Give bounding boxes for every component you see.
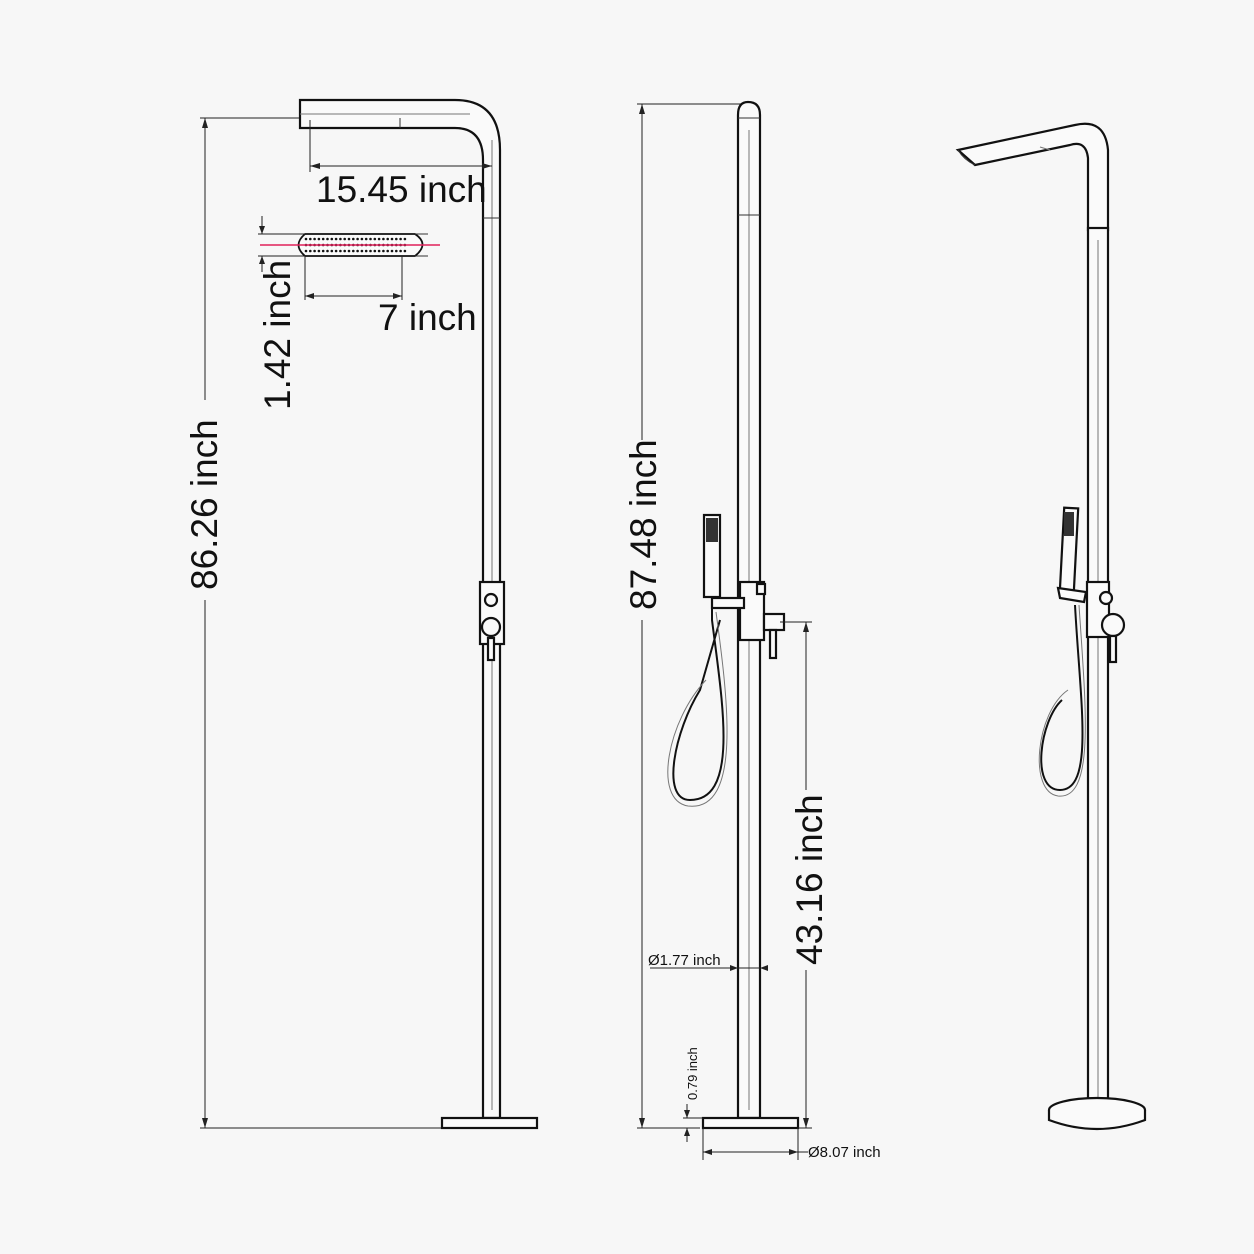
base-plate-side — [701, 1116, 800, 1130]
nozzle-dot — [369, 237, 372, 241]
nozzle-dot — [382, 249, 385, 253]
base-diameter-dimension — [702, 1128, 808, 1160]
nozzle-dot — [390, 237, 394, 241]
nozzle-dot — [395, 249, 398, 253]
shower-head-perspective — [955, 122, 1110, 232]
front-height-label: 86.26 inch — [184, 419, 225, 590]
nozzle-dot — [373, 237, 377, 241]
nozzle-dot — [386, 237, 390, 241]
head-length-dimension — [309, 120, 492, 172]
nozzle-dot — [403, 237, 407, 241]
nozzle-dot — [386, 249, 390, 253]
valve-front — [478, 580, 506, 662]
nozzle-dot — [321, 237, 325, 241]
valve-height-label: 43.16 inch — [789, 794, 830, 965]
nozzle-dot — [343, 249, 347, 253]
nozzle-dot — [360, 237, 364, 241]
nozzle-dot — [347, 237, 351, 241]
shower-column-perspective — [1086, 226, 1110, 1110]
nozzle-dot — [352, 249, 355, 253]
nozzle-dot — [377, 237, 381, 241]
nozzle-dot — [339, 249, 342, 253]
nozzle-dot — [334, 249, 338, 253]
nozzle-dot — [313, 249, 316, 253]
nozzle-dot — [373, 249, 377, 253]
nozzle-dot — [390, 249, 394, 253]
nozzle-dot — [399, 249, 402, 253]
nozzle-dot — [309, 237, 312, 241]
base-diameter-label: Ø8.07 inch — [808, 1144, 881, 1161]
nozzle-dot — [352, 237, 355, 241]
nozzle-dot — [304, 237, 308, 241]
shower-head-detail — [258, 216, 440, 300]
nozzle-dot — [321, 249, 325, 253]
nozzle-dot — [395, 237, 398, 241]
nozzle-dot — [326, 237, 329, 241]
base-plate-front — [440, 1116, 539, 1130]
hand-shower-side — [667, 513, 728, 807]
nozzle-dot — [317, 249, 321, 253]
side-view: 87.48 inch — [620, 100, 881, 1161]
pipe-diameter-label: Ø1.77 inch — [648, 952, 721, 969]
base-thickness-dimension — [683, 1104, 703, 1142]
nozzle-dot — [364, 249, 368, 253]
front-view: 86.26 inch 15.45 inch — [180, 98, 539, 1130]
nozzle-dot — [364, 237, 368, 241]
nozzle-dot — [313, 237, 316, 241]
nozzle-dot — [343, 237, 347, 241]
hand-shower-perspective — [1038, 506, 1088, 797]
head-length-label: 15.45 inch — [316, 169, 487, 210]
valve-perspective — [1085, 580, 1126, 664]
height-dimension-front — [200, 117, 450, 1129]
nozzle-dot — [403, 249, 407, 253]
head-thickness-label: 1.42 inch — [257, 260, 298, 410]
base-thickness-label: 0.79 inch — [685, 1047, 700, 1100]
nozzle-dot — [360, 249, 364, 253]
nozzle-dot — [326, 249, 329, 253]
pipe-diameter-dimension — [650, 965, 768, 971]
nozzle-dot — [369, 249, 372, 253]
nozzle-dot — [377, 249, 381, 253]
nozzle-dot — [399, 237, 402, 241]
nozzle-dot — [356, 237, 359, 241]
valve-side — [710, 580, 786, 660]
head-width-label: 7 inch — [378, 297, 477, 338]
nozzle-dot — [339, 237, 342, 241]
nozzle-dot — [334, 237, 338, 241]
nozzle-dot — [330, 237, 334, 241]
nozzle-dot — [347, 249, 351, 253]
nozzle-dot — [309, 249, 312, 253]
perspective-view — [955, 122, 1147, 1131]
nozzle-dot — [304, 249, 308, 253]
nozzle-dot — [356, 249, 359, 253]
base-plate-perspective — [1047, 1096, 1147, 1131]
side-height-label: 87.48 inch — [623, 439, 664, 610]
nozzle-dot — [382, 237, 385, 241]
nozzle-dot — [317, 237, 321, 241]
nozzle-dot — [330, 249, 334, 253]
